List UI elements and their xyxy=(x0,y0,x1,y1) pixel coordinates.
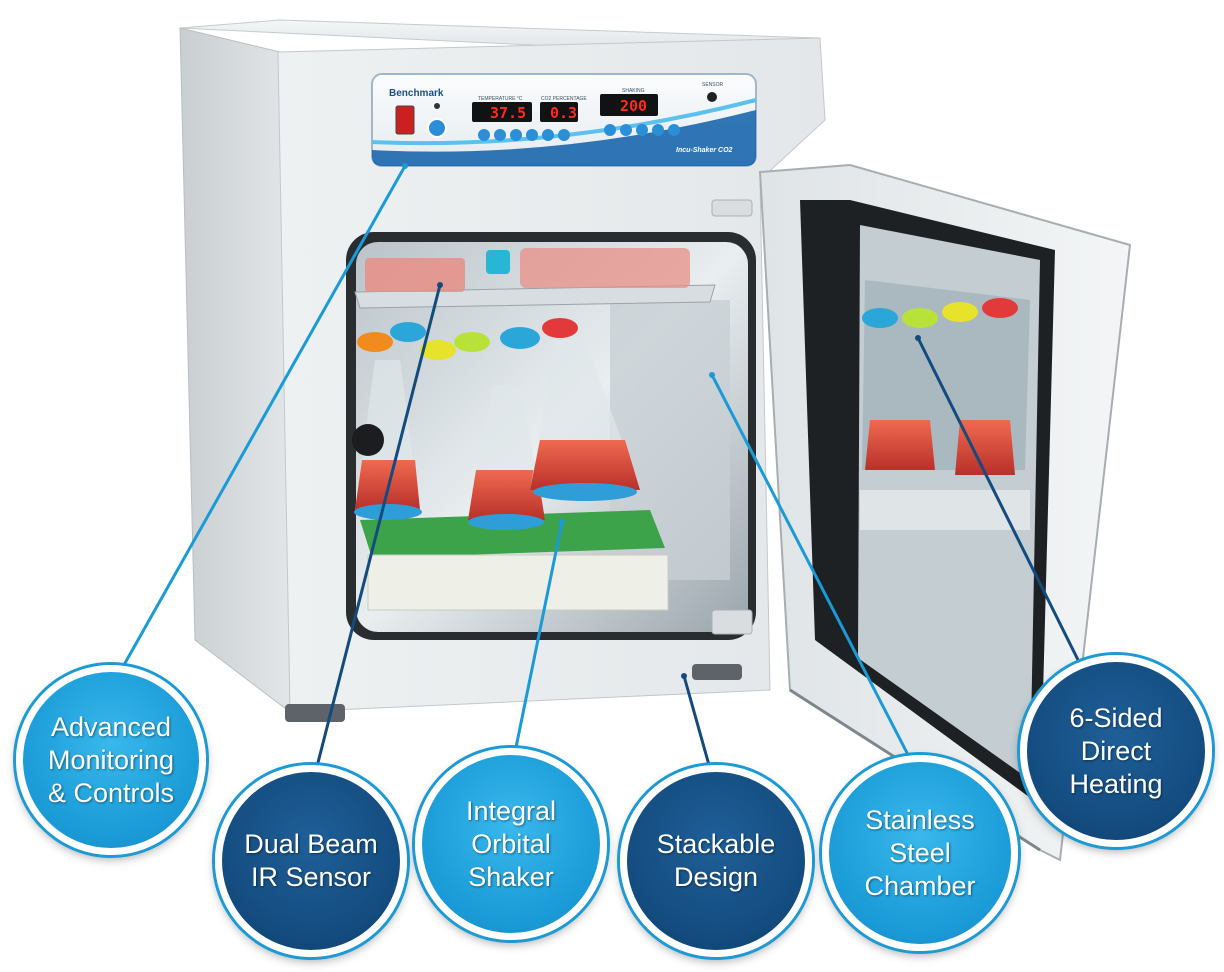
cabinet-left-side xyxy=(179,27,291,714)
blue-cap xyxy=(486,250,510,274)
flask-group xyxy=(354,340,640,530)
panel-buttons[interactable] xyxy=(478,124,680,141)
culture-plate xyxy=(365,258,465,292)
callout-label: Advanced Monitoring & Controls xyxy=(47,711,175,808)
panel-button[interactable] xyxy=(620,124,632,136)
chamber xyxy=(346,232,756,640)
callout-stainless-steel-chamber: Stainless Steel Chamber xyxy=(822,755,1018,951)
brand-logo: Benchmark xyxy=(389,88,444,99)
panel-button[interactable] xyxy=(652,124,664,136)
panel-button[interactable] xyxy=(668,124,680,136)
flask-caps xyxy=(357,318,578,360)
callout-label: Integral Orbital Shaker xyxy=(465,795,557,892)
callout-stackable-design: Stackable Design xyxy=(620,765,812,957)
panel-button[interactable] xyxy=(510,129,522,141)
rpm-display xyxy=(600,94,658,116)
panel-button[interactable] xyxy=(604,124,616,136)
door-hinge-bottom xyxy=(711,609,753,635)
callout-label: Dual Beam IR Sensor xyxy=(244,829,378,892)
panel-button[interactable] xyxy=(478,129,490,141)
power-switch[interactable] xyxy=(395,105,415,135)
callout-label: Stackable Design xyxy=(656,829,776,892)
temperature-label: TEMPERATURE °C xyxy=(478,96,523,102)
co2-value: 0.3 xyxy=(550,104,577,122)
panel-button[interactable] xyxy=(636,124,648,136)
shaking-label: SHAKING xyxy=(622,88,645,94)
open-door[interactable] xyxy=(758,163,1132,862)
rpm-value: 200 xyxy=(620,97,647,115)
foot-left xyxy=(285,704,345,722)
callout-label: Stainless Steel Chamber xyxy=(864,804,976,901)
door-hinge-top xyxy=(711,199,753,217)
co2-display xyxy=(540,102,578,122)
shaker-base xyxy=(367,554,669,611)
sensor-port xyxy=(707,92,717,102)
leader-lines xyxy=(109,165,1088,791)
safety-button[interactable] xyxy=(427,118,447,138)
control-panel: Benchmark TEMPERATURE °C 37.5 CO2 PERCEN… xyxy=(371,73,757,167)
model-logo: Incu-Shaker CO2 xyxy=(676,147,733,154)
panel-button[interactable] xyxy=(494,129,506,141)
callout-advanced-monitoring: Advanced Monitoring & Controls xyxy=(16,665,206,855)
shaker-platform xyxy=(360,510,665,558)
temperature-display xyxy=(472,102,532,122)
culture-flask xyxy=(520,248,690,288)
temperature-value: 37.5 xyxy=(490,104,526,122)
chamber-knob[interactable] xyxy=(352,424,384,456)
callout-integral-orbital-shaker: Integral Orbital Shaker xyxy=(415,748,607,940)
callout-dual-beam-ir-sensor: Dual Beam IR Sensor xyxy=(215,765,407,957)
callout-label: 6-Sided Direct Heating xyxy=(1069,702,1163,799)
callout-six-sided-heating: 6-Sided Direct Heating xyxy=(1020,655,1212,847)
sensor-label: SENSOR xyxy=(702,82,724,88)
panel-button[interactable] xyxy=(558,129,570,141)
panel-button[interactable] xyxy=(526,129,538,141)
co2-label: CO2 PERCENTAGE xyxy=(541,96,587,102)
panel-button[interactable] xyxy=(542,129,554,141)
foot-right xyxy=(692,664,742,680)
